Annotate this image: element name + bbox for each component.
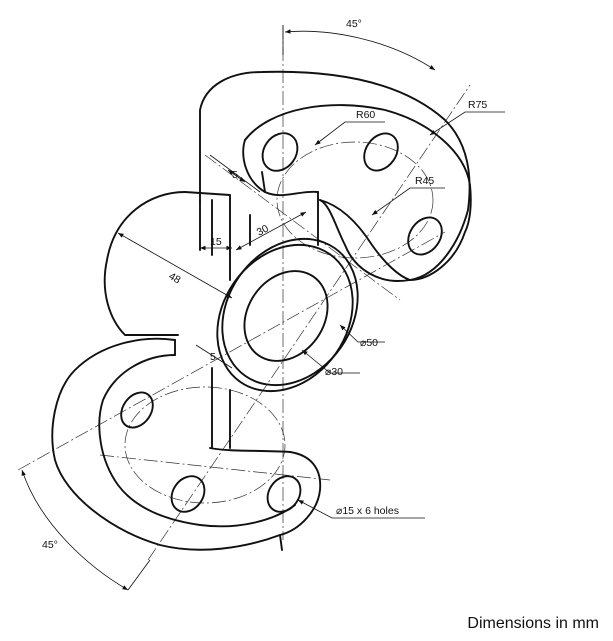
dimension-labels: 45° 45° R75 R60 R45 ⌀50 ⌀30 ⌀15 x 6 hole…: [42, 18, 487, 551]
thk-lower-label: 5: [210, 351, 216, 363]
r60-label: R60: [356, 109, 375, 121]
holes-label: ⌀15 x 6 holes: [336, 505, 399, 517]
dia50-label: ⌀50: [360, 337, 378, 349]
angle-top-label: 45°: [346, 18, 362, 30]
len15-label: 15: [210, 236, 222, 248]
center-lines: [17, 25, 471, 561]
len48-label: 48: [167, 270, 183, 286]
r45-label: R45: [415, 175, 434, 187]
thk-upper-label: 5: [232, 169, 238, 181]
angle-bottom-label: 45°: [42, 539, 58, 551]
len30-label: 30: [255, 222, 271, 238]
dia30-label: ⌀30: [325, 366, 343, 378]
lower-flange: [51, 337, 322, 551]
r75-label: R75: [468, 99, 487, 111]
dimension-lines: [21, 25, 505, 591]
central-hub: [103, 191, 359, 449]
units-note: Dimensions in mm: [467, 615, 599, 632]
